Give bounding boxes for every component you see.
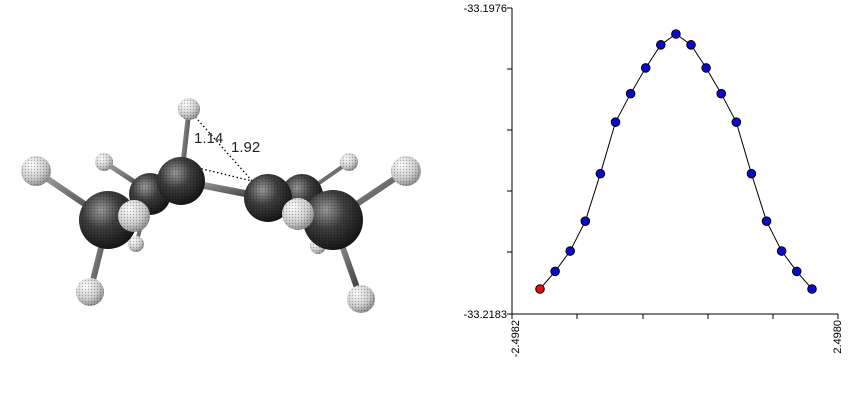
data-point[interactable] (716, 88, 727, 99)
x-ticks (511, 314, 839, 319)
carbon-atom (244, 174, 292, 222)
hydrogen-atom (95, 153, 113, 171)
hydrogen-atom (128, 236, 144, 252)
hydrogen-atom (340, 153, 358, 171)
data-point[interactable] (776, 246, 787, 256)
series-points (535, 29, 817, 294)
data-point[interactable] (595, 168, 606, 179)
molecule-atoms (21, 98, 421, 313)
hydrogen-atom (21, 156, 51, 186)
data-point[interactable] (580, 216, 591, 226)
data-point[interactable] (565, 246, 576, 256)
data-point[interactable] (791, 266, 802, 277)
data-point[interactable] (550, 266, 560, 277)
data-point[interactable] (807, 284, 817, 294)
hydrogen-atom (347, 285, 375, 313)
data-point[interactable] (701, 63, 711, 73)
hydrogen-atom (118, 200, 150, 232)
data-point[interactable] (731, 117, 742, 127)
data-point[interactable] (746, 168, 757, 179)
molecule-view: 1.14 1.92 (21, 98, 421, 313)
carbon-atom (303, 190, 363, 250)
y-ticks (507, 7, 512, 315)
data-point[interactable] (671, 29, 681, 39)
energy-chart: -33.1976 -33.2183 -2.4982 2.4980 (464, 3, 844, 357)
data-point[interactable] (686, 40, 696, 50)
hydrogen-atom (282, 198, 314, 230)
data-point-current[interactable] (535, 284, 545, 294)
series-line (539, 33, 813, 290)
x-tick-label-left: -2.4982 (510, 320, 522, 357)
data-point[interactable] (610, 117, 621, 127)
distance-label: 1.14 (194, 130, 223, 147)
hydrogen-atom (178, 98, 200, 120)
hydrogen-atom (391, 156, 421, 186)
carbon-atom (157, 157, 205, 205)
distance-label: 1.92 (231, 139, 260, 156)
data-point[interactable] (656, 40, 666, 50)
y-tick-label-top: -33.1976 (464, 3, 507, 15)
hydrogen-atom (76, 278, 104, 306)
data-point[interactable] (761, 216, 772, 226)
data-point[interactable] (625, 88, 636, 99)
y-tick-label-bottom: -33.2183 (464, 309, 507, 321)
x-tick-label-right: 2.4980 (832, 320, 844, 354)
data-point[interactable] (640, 63, 651, 73)
